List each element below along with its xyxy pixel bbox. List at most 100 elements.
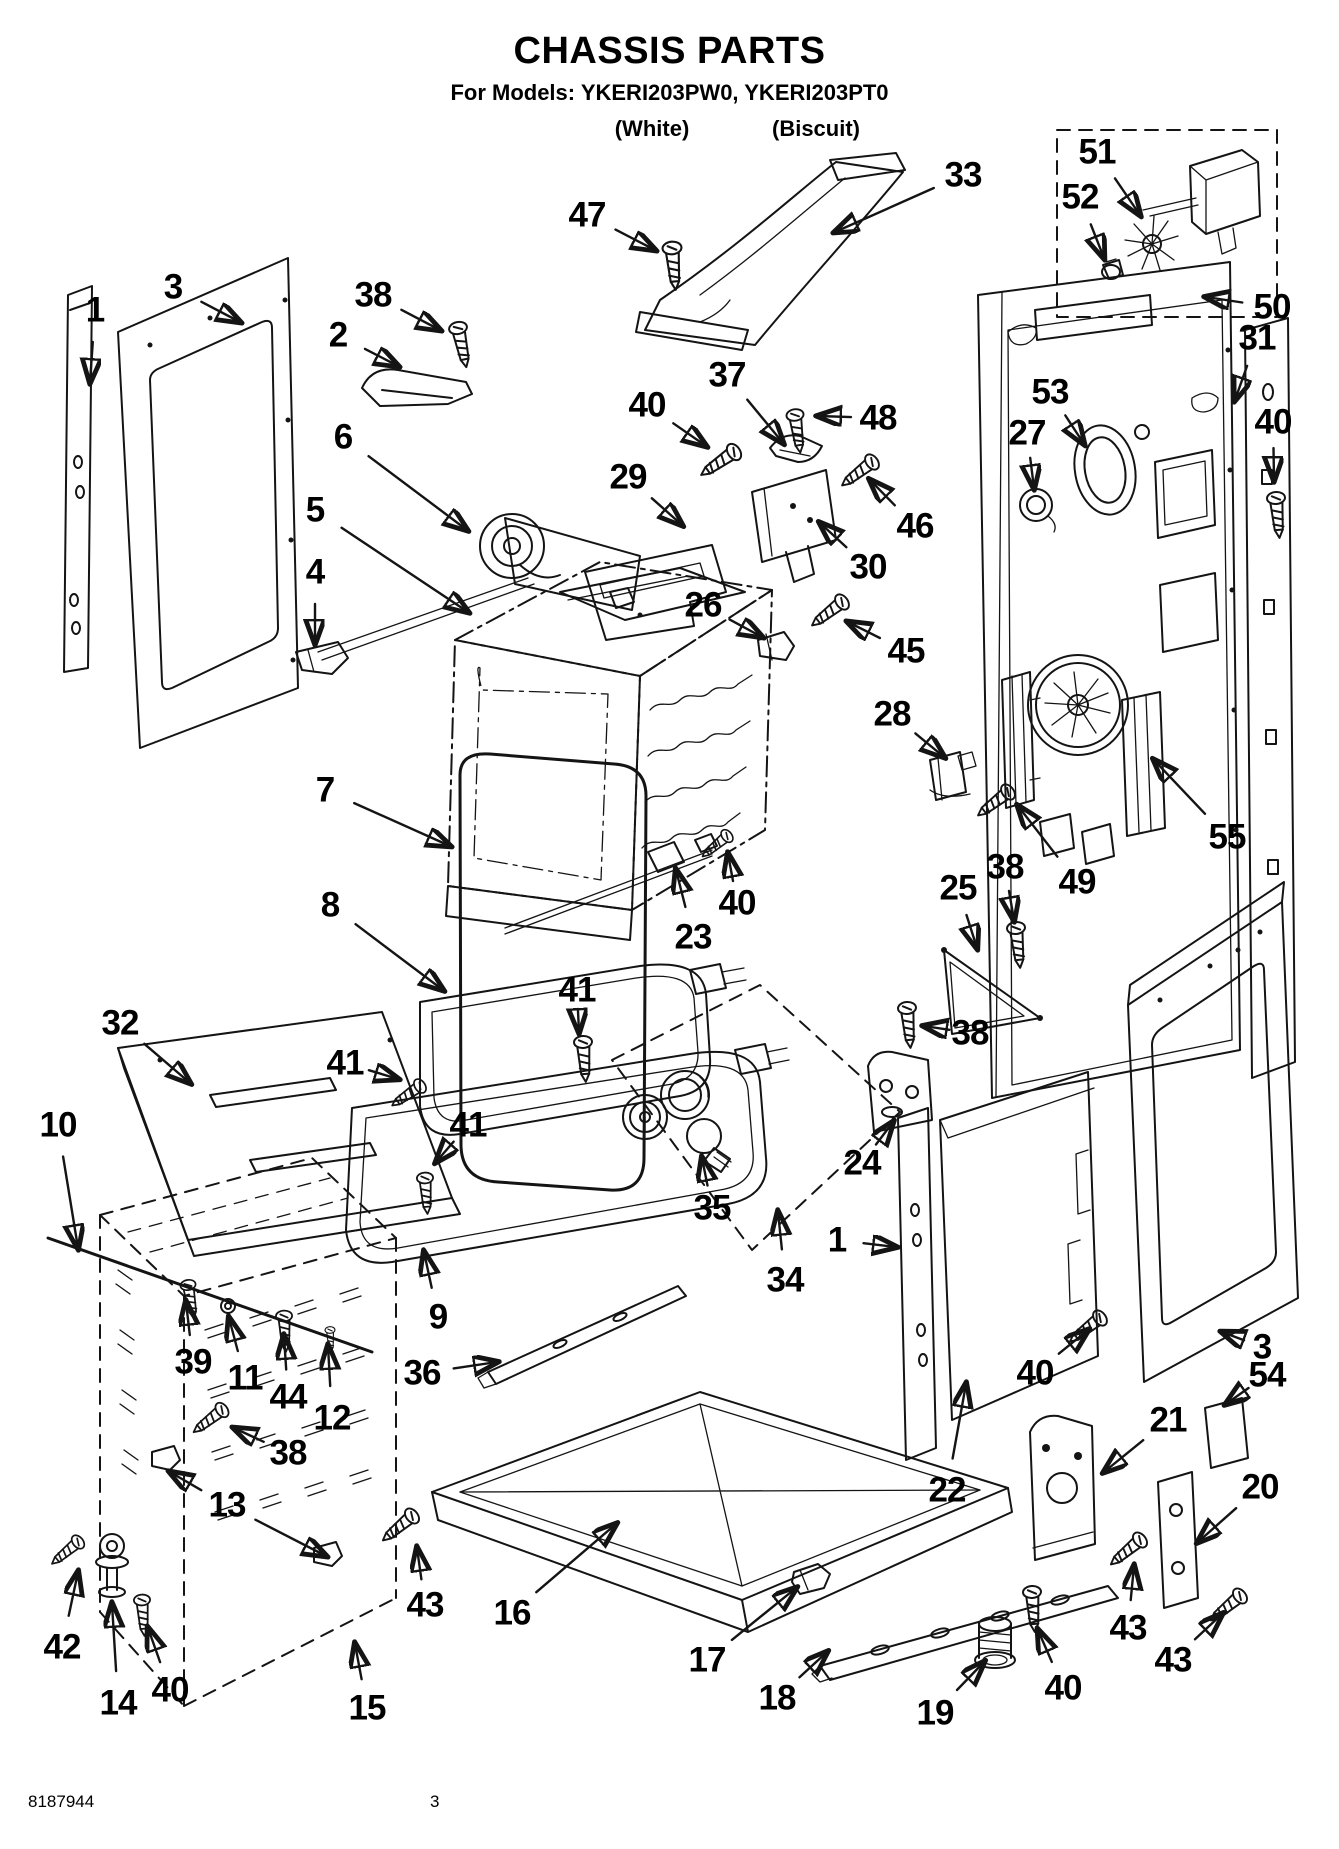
part-leveling-leg-19: [974, 1616, 1016, 1669]
part-label-20: 20: [1241, 1467, 1280, 1507]
leader-arrow-53: [1065, 414, 1084, 444]
leader-arrow-7: [353, 801, 450, 846]
part-label-40: 40: [1016, 1353, 1055, 1393]
part-door-latch: [317, 513, 641, 661]
part-label-19: 19: [916, 1693, 955, 1733]
leader-arrow-12: [328, 1346, 330, 1388]
callout-leader-lines: [61, 177, 1275, 1692]
part-label-2: 2: [328, 315, 348, 355]
leader-arrow-38: [1009, 889, 1014, 920]
leader-arrow-32: [143, 1042, 190, 1083]
leader-arrow-55: [1154, 760, 1207, 815]
leader-arrow-14: [112, 1604, 116, 1673]
leader-arrow-41: [367, 1070, 398, 1079]
leader-arrow-47: [614, 228, 656, 250]
leader-arrow-20: [1198, 1506, 1238, 1542]
part-label-38: 38: [986, 847, 1025, 887]
leader-arrow-24: [876, 1122, 893, 1145]
part-label-29: 29: [609, 457, 648, 497]
part-label-40: 40: [718, 883, 757, 923]
leader-arrow-50: [1206, 297, 1244, 303]
leader-arrow-3: [200, 300, 240, 322]
part-bracket-28: [929, 751, 977, 801]
leader-arrow-8: [354, 923, 443, 990]
leader-arrow-40: [148, 1628, 160, 1664]
leader-arrow-49: [1018, 806, 1059, 858]
part-clip-13: [151, 1445, 343, 1567]
part-label-14: 14: [99, 1683, 138, 1723]
leader-arrow-41: [578, 1009, 579, 1032]
inset-fan-assembly-50: [1056, 129, 1278, 318]
part-label-51: 51: [1078, 132, 1117, 172]
part-door-panel-right: [1127, 881, 1299, 1383]
part-clip-26: [757, 631, 795, 661]
leader-arrow-40: [1057, 1330, 1088, 1354]
leader-arrow-6: [367, 455, 467, 530]
leader-arrow-43: [1193, 1614, 1222, 1641]
part-label-40: 40: [151, 1670, 190, 1710]
part-label-55: 55: [1208, 817, 1247, 857]
part-label-10: 10: [39, 1105, 78, 1145]
part-label-1: 1: [85, 290, 105, 330]
part-label-17: 17: [688, 1640, 727, 1680]
part-label-11: 11: [227, 1358, 264, 1398]
part-label-16: 16: [493, 1593, 532, 1633]
part-bracket-21: [1029, 1414, 1096, 1561]
part-label-34: 34: [766, 1260, 805, 1300]
part-label-53: 53: [1031, 372, 1070, 412]
leader-arrow-15: [355, 1644, 362, 1681]
part-label-36: 36: [403, 1353, 442, 1393]
part-leveling-foot-14: [95, 1533, 129, 1598]
part-side-trim-left: [63, 285, 93, 673]
part-grommet-27: [1019, 488, 1056, 533]
leader-arrow-43: [1131, 1566, 1134, 1602]
leader-arrow-11: [229, 1318, 238, 1353]
leader-arrow-3: [1222, 1332, 1244, 1340]
part-pad-54: [1204, 1397, 1249, 1469]
leader-arrow-40: [1274, 446, 1275, 480]
part-latch-keeper-4: [295, 641, 349, 675]
leader-arrow-38: [400, 308, 440, 330]
leader-arrow-27: [1030, 456, 1034, 488]
part-label-39: 39: [174, 1342, 213, 1382]
leader-arrow-10: [61, 1155, 78, 1248]
leader-arrow-30: [820, 523, 848, 549]
page-title: CHASSIS PARTS: [513, 30, 826, 72]
part-label-5: 5: [305, 490, 325, 530]
part-label-54: 54: [1248, 1355, 1287, 1395]
leader-arrow-40: [728, 854, 733, 883]
leader-arrow-35: [702, 1158, 708, 1187]
part-bracket-2: [361, 368, 473, 407]
leader-arrow-16: [535, 1524, 616, 1594]
part-clip-17: [791, 1563, 831, 1595]
part-label-33: 33: [944, 155, 983, 195]
document-number: 8187944: [28, 1792, 95, 1811]
part-label-42: 42: [43, 1627, 82, 1667]
leader-arrow-5: [340, 526, 468, 612]
part-label-48: 48: [859, 398, 898, 438]
part-door-gasket-7: [458, 752, 648, 1192]
leader-arrow-40: [672, 422, 706, 446]
part-side-panel-22: [939, 1071, 1099, 1421]
part-label-22: 22: [928, 1470, 967, 1510]
leader-arrow-46: [870, 480, 895, 507]
part-knob-kit-34: [611, 984, 901, 1251]
leader-arrow-43: [417, 1548, 421, 1581]
part-label-40: 40: [628, 385, 667, 425]
leader-arrow-40: [1038, 1630, 1052, 1664]
leader-arrow-28: [914, 732, 944, 757]
part-label-40: 40: [1044, 1668, 1083, 1708]
part-label-40: 40: [1254, 402, 1293, 442]
part-label-3: 3: [1252, 1327, 1272, 1367]
part-label-26: 26: [684, 585, 723, 625]
part-label-31: 31: [1238, 318, 1277, 358]
part-strip-20: [1157, 1471, 1199, 1609]
leader-arrow-21: [1104, 1438, 1145, 1472]
part-label-38: 38: [269, 1433, 308, 1473]
part-label-7: 7: [315, 770, 335, 810]
part-label-3: 3: [163, 267, 183, 307]
leader-arrow-45: [848, 622, 882, 638]
part-label-28: 28: [873, 694, 912, 734]
part-label-41: 41: [326, 1043, 365, 1083]
part-label-37: 37: [708, 355, 747, 395]
